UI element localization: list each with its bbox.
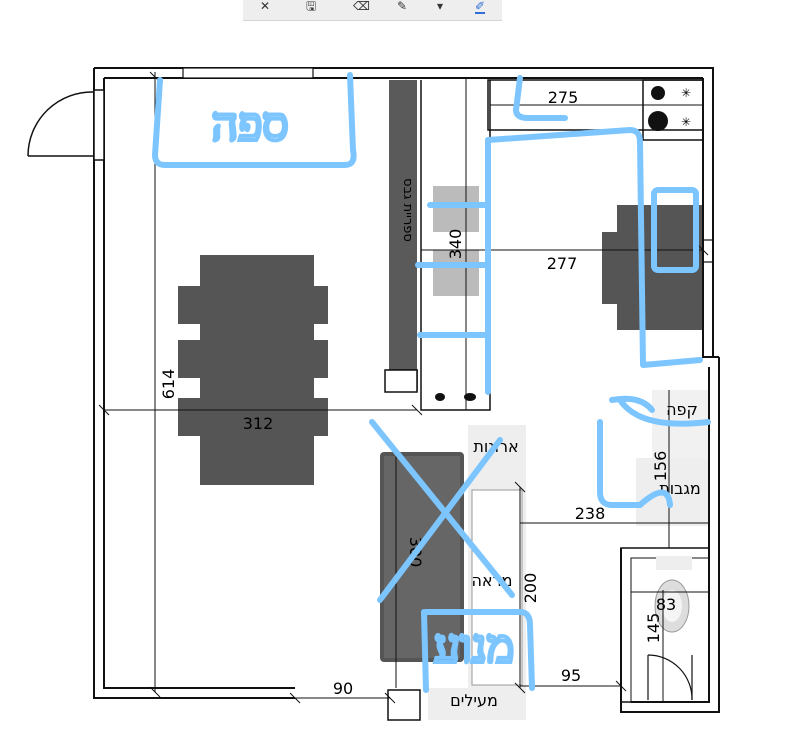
top-window bbox=[182, 67, 314, 79]
svg-text:✳: ✳ bbox=[681, 86, 691, 100]
svg-text:✳: ✳ bbox=[681, 115, 691, 129]
pen-icon[interactable]: ✎ bbox=[397, 0, 408, 13]
stove: ✳ ✳ bbox=[648, 86, 691, 131]
dim-145: 145 bbox=[644, 613, 663, 644]
dim-83: 83 bbox=[656, 595, 676, 614]
closets: ארונות מראה מעילים bbox=[428, 425, 526, 720]
dimension-lines bbox=[98, 71, 709, 704]
highlighter-icon[interactable]: ✐ bbox=[475, 0, 486, 14]
dim-277: 277 bbox=[547, 254, 578, 273]
dim-156: 156 bbox=[651, 451, 670, 482]
save-icon[interactable]: 🖫 bbox=[306, 0, 317, 13]
eraser-icon[interactable]: ⌫ bbox=[353, 0, 370, 13]
dim-275: 275 bbox=[548, 88, 579, 107]
bookcase: ספריית גבס bbox=[388, 80, 418, 391]
inner-wall bbox=[384, 369, 421, 721]
dim-340: 340 bbox=[446, 229, 465, 260]
handwriting-annotations: ספה מנוע bbox=[152, 72, 711, 693]
dim-312: 312 bbox=[243, 414, 274, 433]
dropdown-icon[interactable]: ▾ bbox=[437, 0, 444, 13]
coffee-label: קפה bbox=[666, 400, 698, 419]
drawing-toolbar: ✕ 🖫 ⌫ ✎ ▾ ✐ bbox=[243, 0, 502, 21]
appliance-panel: קפה מגבות bbox=[636, 390, 708, 526]
handwriting-mniv: מנוע bbox=[434, 619, 514, 673]
dining-table bbox=[178, 255, 328, 485]
dim-238: 238 bbox=[575, 504, 606, 523]
handwriting-sofa: ספה bbox=[212, 97, 289, 151]
close-icon[interactable]: ✕ bbox=[260, 0, 271, 13]
towels-label: מגבות bbox=[659, 479, 701, 498]
dim-95: 95 bbox=[561, 666, 581, 685]
bookcase-label: ספריית גבס bbox=[400, 178, 415, 242]
entrance-door bbox=[27, 89, 105, 161]
dim-200: 200 bbox=[521, 573, 540, 604]
cooktop bbox=[435, 393, 476, 401]
dim-90: 90 bbox=[333, 679, 353, 698]
dim-614: 614 bbox=[159, 369, 178, 400]
sink bbox=[433, 186, 479, 296]
coats-label: מעילים bbox=[450, 691, 498, 710]
bathroom bbox=[620, 547, 710, 703]
